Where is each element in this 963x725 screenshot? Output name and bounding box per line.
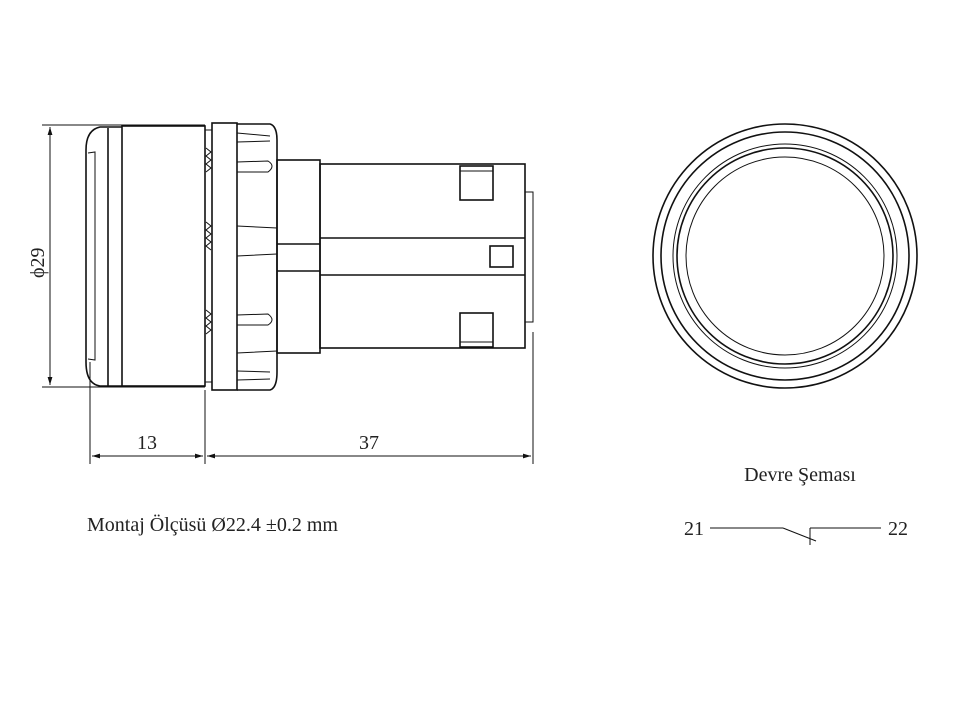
button-body — [121, 125, 206, 387]
mounting-dimension-text: Montaj Ölçüsü Ø22.4 ±0.2 mm — [87, 513, 338, 536]
contact-block — [319, 163, 526, 349]
terminal-21: 21 — [684, 518, 704, 540]
dimension-13-label: 13 — [137, 432, 157, 454]
dimension-37-label: 37 — [359, 432, 379, 454]
front-view — [652, 123, 918, 389]
terminal-22: 22 — [888, 518, 908, 540]
normally-closed-contact — [782, 527, 817, 542]
housing — [276, 159, 321, 354]
circuit-title: Devre Şeması — [744, 464, 856, 486]
end-plate — [524, 191, 534, 323]
side-view: ϕ29 13 37 — [27, 122, 534, 464]
mounting-nut — [211, 122, 238, 391]
terminal-window-top — [459, 165, 494, 201]
diameter-label: ϕ29 — [27, 247, 49, 278]
button-cap — [85, 126, 122, 387]
indicator-window — [489, 245, 514, 268]
terminal-window-bottom — [459, 312, 494, 348]
button-lip — [87, 151, 96, 361]
circuit-diagram: Devre Şeması 21 22 — [684, 464, 908, 545]
